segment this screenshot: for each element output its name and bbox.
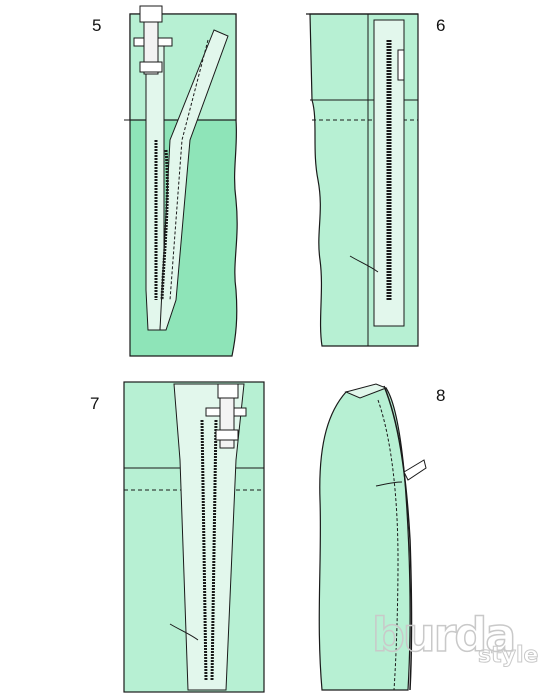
burda-logo-sub: style (477, 643, 539, 668)
step-6-zipper-pull (397, 49, 405, 81)
step-7-zipper-tape (173, 383, 245, 691)
step-7-thread-end (169, 623, 199, 641)
step-8-edge-seam (383, 385, 413, 691)
step-8-thread-end (375, 481, 403, 487)
step-5-illustration (124, 5, 238, 357)
step-5-stitch-line (169, 39, 209, 301)
burda-logo: burda (371, 608, 517, 662)
step-7-illustration (123, 381, 265, 693)
presser-foot-icon (133, 5, 173, 75)
step-number-8: 8 (436, 386, 446, 405)
step-8-illustration (318, 383, 427, 691)
presser-foot-icon (205, 383, 247, 449)
step-8-zipper-top (344, 383, 388, 399)
step-8-stitch-line (377, 399, 399, 691)
step-number-7: 7 (90, 394, 100, 413)
step-7-zipper-teeth (200, 419, 218, 681)
step-8-pin (403, 459, 427, 481)
step-5-zipper-teeth (154, 140, 169, 301)
step-number-5: 5 (92, 16, 102, 35)
step-6-illustration (306, 13, 419, 347)
step-6-thread-end (349, 255, 379, 273)
step-8-fabric-panel (318, 387, 411, 691)
step-number-6: 6 (436, 16, 446, 35)
